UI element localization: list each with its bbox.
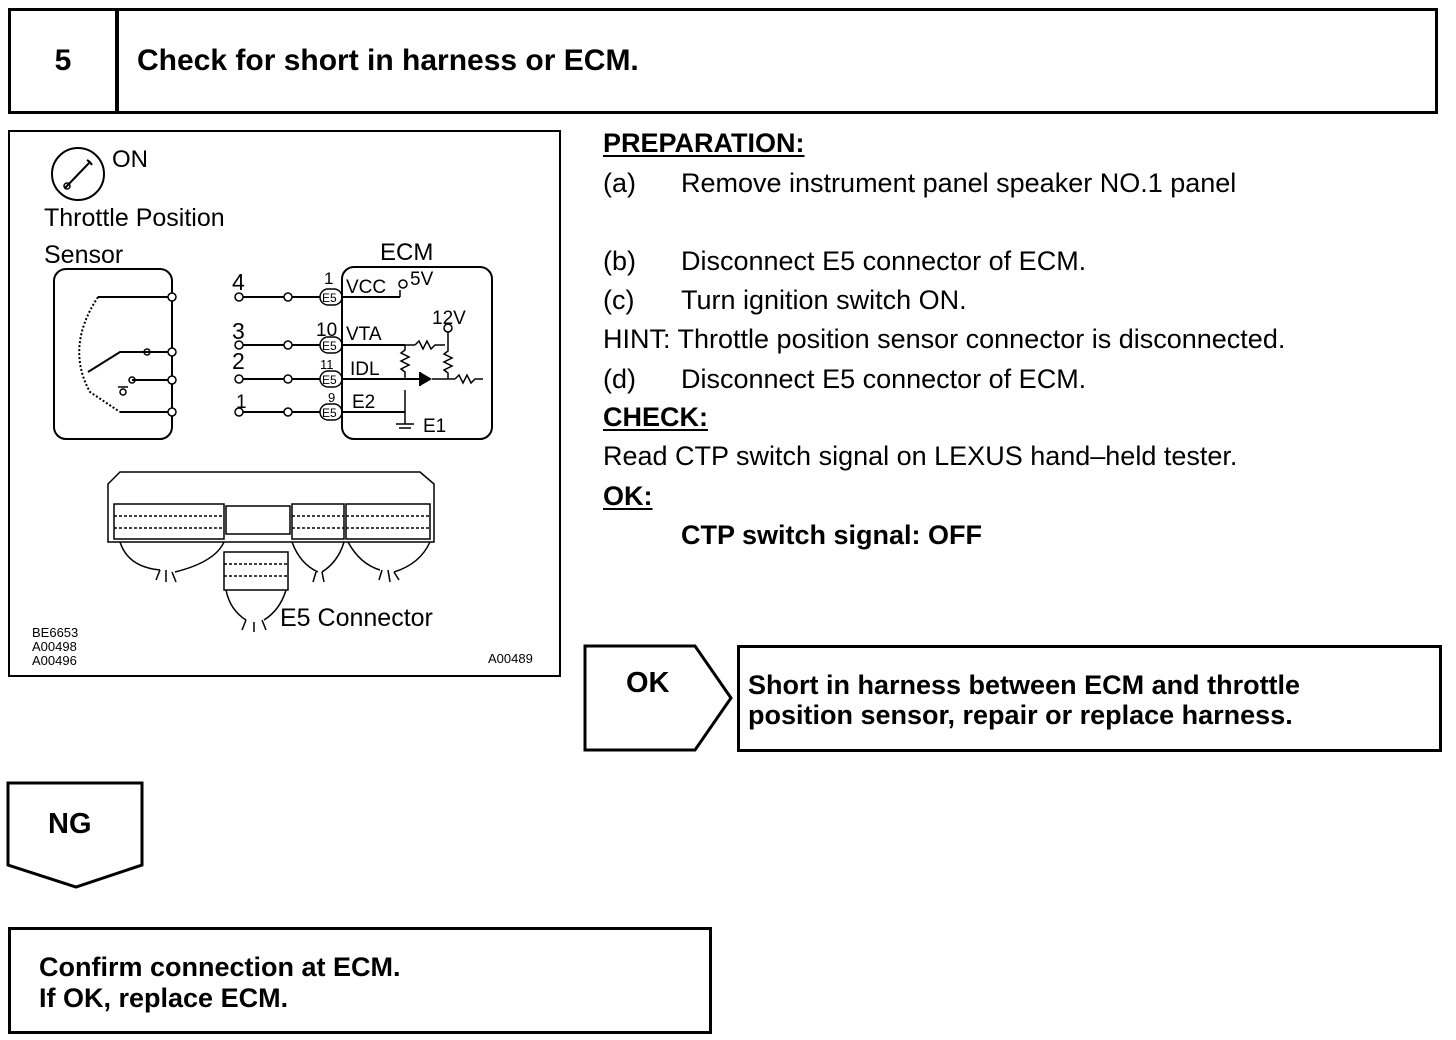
- ok-result-box: Short in harness between ECM and throttl…: [737, 645, 1442, 752]
- ng-result-box: Confirm connection at ECM. If OK, replac…: [8, 927, 712, 1034]
- e5-tag-2: E5: [322, 339, 337, 353]
- sensor-label-line1: Throttle Position: [44, 204, 225, 232]
- prep-step-b-label: (b): [603, 246, 636, 276]
- ecm-symbol: [341, 266, 493, 440]
- harness-wires: [234, 292, 320, 417]
- left-pin-1: 1: [236, 392, 247, 413]
- ok-label: OK: [626, 667, 670, 699]
- ref-code-1: BE6653: [32, 625, 78, 640]
- prep-step-d-label: (d): [603, 364, 636, 394]
- ecm-pin-1: 1: [324, 269, 333, 288]
- prep-step-c: (c) Turn ignition switch ON.: [603, 285, 967, 316]
- ref-code-2: A00498: [32, 639, 77, 654]
- ecm-pin-10: 10: [316, 320, 337, 341]
- prep-step-c-text: Turn ignition switch ON.: [681, 285, 967, 315]
- ecm-pin-11: 11: [320, 357, 334, 372]
- prep-step-a: (a) Remove instrument panel speaker NO.1 …: [603, 168, 1236, 199]
- step-title: Check for short in harness or ECM.: [116, 8, 1438, 114]
- ecm-signal-idl: IDL: [350, 359, 380, 380]
- ecm-pin-9: 9: [328, 390, 335, 405]
- prep-step-a-text: Remove instrument panel speaker NO.1 pan…: [681, 168, 1237, 198]
- e5-tag-1: E5: [322, 291, 337, 305]
- throttle-sensor-symbol: [53, 268, 177, 440]
- e5-tag-4: E5: [322, 406, 337, 420]
- e5-tag-3: E5: [322, 373, 337, 387]
- preparation-heading: PREPARATION:: [603, 128, 805, 158]
- ref-code-3: A00496: [32, 653, 77, 668]
- prep-step-b-text: Disconnect E5 connector of ECM.: [681, 246, 1087, 276]
- switch-on-label: ON: [112, 146, 148, 173]
- ecm-signal-e1: E1: [423, 416, 446, 437]
- prep-hint: HINT: Throttle position sensor connector…: [603, 324, 1286, 354]
- prep-step-b: (b) Disconnect E5 connector of ECM.: [603, 246, 1086, 277]
- voltage-12v-label: 12V: [432, 308, 466, 329]
- e5-connector-caption: E5 Connector: [280, 604, 433, 632]
- ok-spec-text: CTP switch signal: OFF: [681, 520, 983, 550]
- e5-connector-tags: [319, 288, 343, 421]
- ecm-connector-illustration: [107, 471, 435, 632]
- left-pin-3: 3: [232, 318, 245, 344]
- ecm-signal-vta: VTA: [346, 324, 382, 345]
- ecm-label: ECM: [380, 239, 433, 266]
- voltage-5v-label: 5V: [410, 269, 434, 290]
- check-text: Read CTP switch signal on LEXUS hand–hel…: [603, 441, 1238, 471]
- prep-step-d: (d) Disconnect E5 connector of ECM.: [603, 364, 1086, 395]
- ecm-signal-e2: E2: [352, 392, 375, 413]
- ng-result-line1: Confirm connection at ECM.: [39, 952, 401, 982]
- ng-label: NG: [48, 808, 92, 840]
- ecm-signal-vcc: VCC: [346, 277, 386, 298]
- check-heading: CHECK:: [603, 402, 708, 432]
- left-pin-2: 2: [232, 348, 245, 374]
- ok-result-line1: Short in harness between ECM and throttl…: [748, 670, 1301, 700]
- step-number: 5: [8, 8, 118, 114]
- ok-arrow-box: [583, 644, 733, 752]
- ok-result-line2: position sensor, repair or replace harne…: [748, 700, 1293, 730]
- ref-code-right: A00489: [488, 651, 533, 666]
- ok-spec-heading: OK:: [603, 481, 653, 511]
- diagram-svg: ON Throttle Position Sensor ECM: [32, 146, 533, 668]
- ng-result-line2: If OK, replace ECM.: [39, 983, 289, 1013]
- prep-step-c-label: (c): [603, 285, 635, 315]
- ignition-switch-icon: [51, 147, 105, 201]
- sensor-label-line2: Sensor: [44, 241, 123, 269]
- ng-arrow-box: [6, 781, 144, 889]
- prep-step-a-label: (a): [603, 168, 636, 198]
- wiring-diagram: ON Throttle Position Sensor ECM: [8, 130, 561, 677]
- left-pin-4: 4: [232, 269, 245, 295]
- prep-step-d-text: Disconnect E5 connector of ECM.: [681, 364, 1087, 394]
